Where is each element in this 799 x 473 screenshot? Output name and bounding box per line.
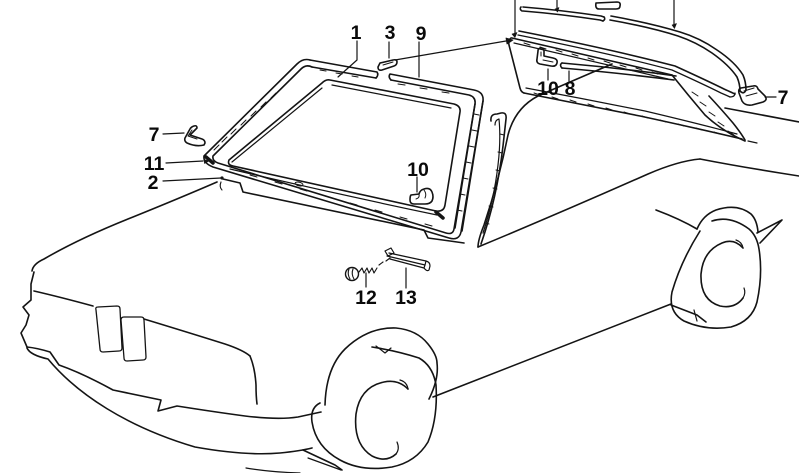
svg-text:1: 1	[351, 22, 362, 44]
svg-text:11: 11	[144, 153, 165, 175]
svg-text:10: 10	[537, 78, 559, 100]
svg-text:7: 7	[149, 124, 160, 146]
svg-text:9: 9	[416, 23, 427, 45]
svg-text:12: 12	[355, 287, 377, 309]
svg-text:3: 3	[385, 22, 396, 44]
svg-text:13: 13	[395, 287, 417, 309]
svg-text:8: 8	[565, 78, 576, 100]
svg-text:7: 7	[778, 87, 789, 109]
svg-text:10: 10	[407, 159, 429, 181]
svg-text:2: 2	[148, 172, 159, 194]
